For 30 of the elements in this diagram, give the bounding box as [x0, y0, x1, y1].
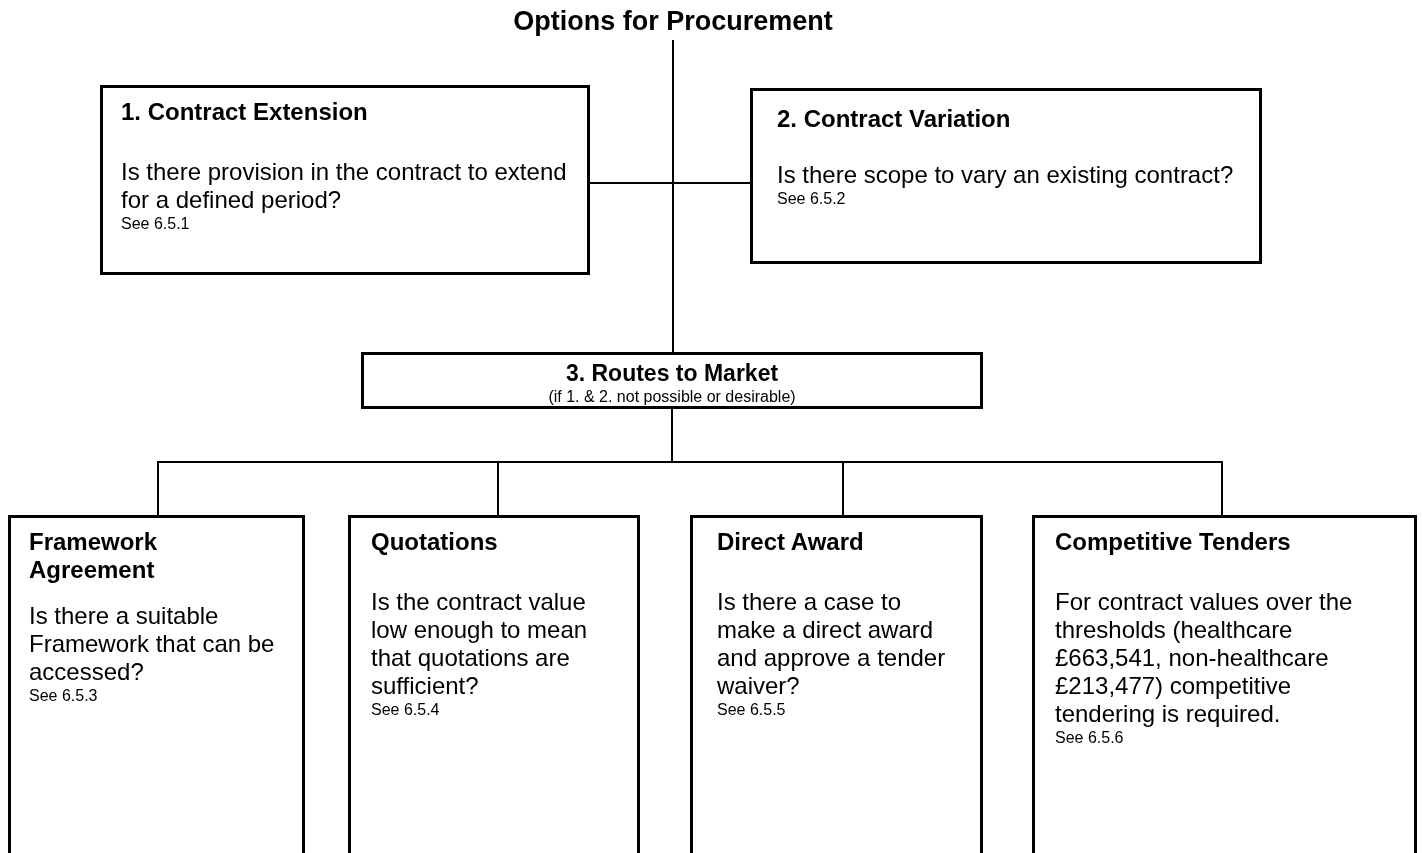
box-question: Is there a case to make a direct award and approve a tender waiver? [717, 588, 947, 700]
box-heading: 3. Routes to Market [564, 359, 780, 387]
connector-line [589, 182, 751, 184]
connector-line [672, 39, 674, 353]
reference-note: See 6.5.1 [121, 214, 191, 234]
reference-note: See 6.5.2 [777, 189, 847, 209]
heading-text: Options for Procurement [510, 6, 836, 40]
reference-note: See 6.5.5 [717, 700, 787, 720]
box-note: (if 1. & 2. not possible or desirable) [547, 387, 797, 407]
box-heading: Competitive Tenders [1055, 528, 1292, 556]
option-box [348, 515, 640, 853]
option-box [750, 88, 1262, 264]
box-question: For contract values over the thresholds (healthcare £663,541, non-healthcare £213,477) competitive tendering is required. [1055, 588, 1354, 728]
reference-note: See 6.5.4 [371, 700, 441, 720]
box-question: Is the contract value low enough to mean that quotations are sufficient? [371, 588, 589, 700]
option-box [1032, 515, 1417, 853]
option-box [8, 515, 305, 853]
routes-box [361, 352, 983, 409]
option-box [690, 515, 983, 853]
box-question: Is there a suitable Framework that can be accessed? [29, 602, 276, 686]
box-heading: Quotations [371, 528, 499, 556]
box-heading: Framework Agreement [29, 528, 159, 584]
option-box [100, 85, 590, 275]
reference-note: See 6.5.3 [29, 686, 99, 706]
box-question: Is there scope to vary an existing contract? [777, 161, 1235, 189]
box-heading: Direct Award [717, 528, 865, 556]
reference-note: See 6.5.6 [1055, 728, 1125, 748]
box-heading: 2. Contract Variation [777, 105, 1012, 133]
box-question: Is there provision in the contract to extend for a defined period? [121, 158, 568, 214]
box-heading: 1. Contract Extension [121, 98, 369, 126]
